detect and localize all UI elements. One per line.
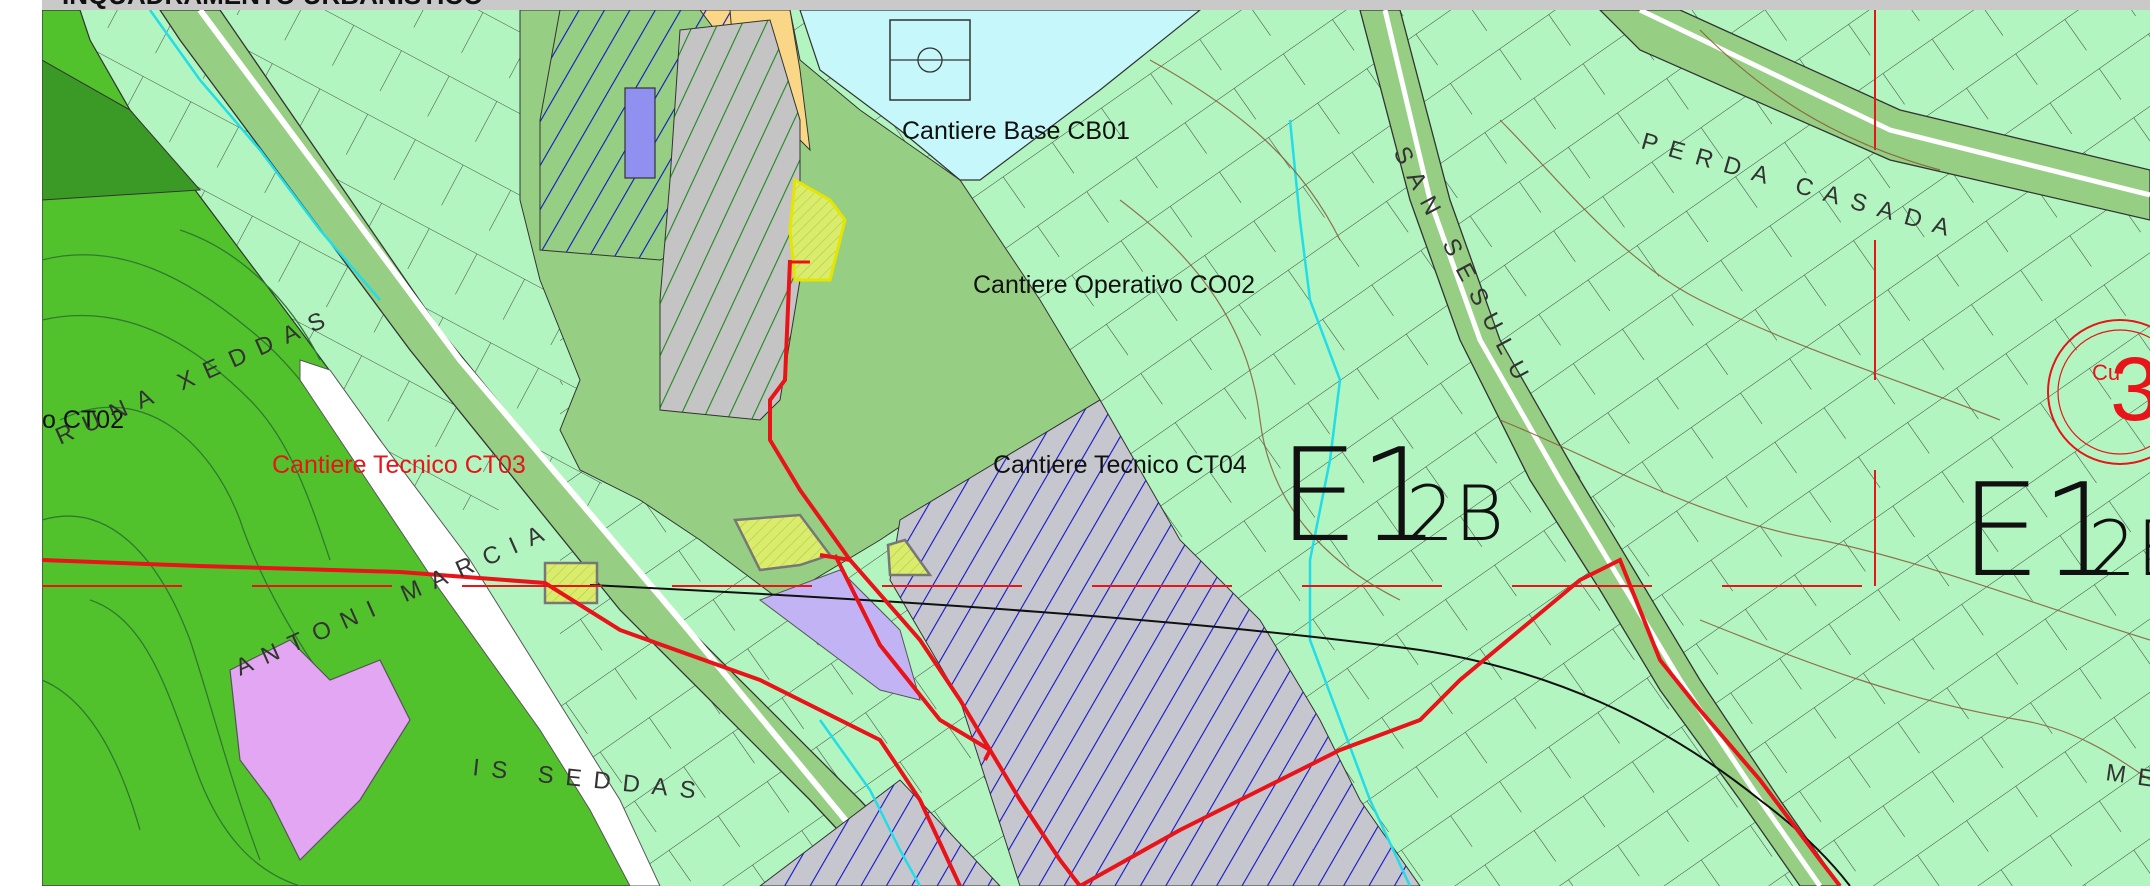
road-northeast-white-line [1638, 10, 2150, 198]
river-south [818, 719, 922, 886]
project-boundary-central [819, 553, 1082, 886]
zone-2-main: E1 [1960, 457, 2122, 606]
label-cantiere-tecnico-ct02: o CT02 [42, 406, 124, 434]
river-central [1288, 119, 1412, 886]
river-west [148, 10, 381, 301]
label-cantiere-tecnico-ct04: Cantiere Tecnico CT04 [993, 451, 1247, 479]
zone-circle-marker-inner [2057, 329, 2150, 455]
zone-circle-number: 3 [2110, 340, 2150, 440]
forest-zone-dark [42, 59, 202, 201]
zone-2-sub: 2B [2088, 504, 2150, 593]
project-boundary-north [768, 259, 993, 761]
road-corridor-west [159, 10, 941, 886]
hatched-area-blue-south [759, 779, 1001, 886]
project-boundary-east [1079, 557, 1842, 886]
site-plot-ct04-a[interactable] [733, 513, 833, 572]
road-east-white-line [1382, 10, 1823, 886]
hatched-area-green-gray [659, 19, 801, 421]
project-boundary-west [42, 558, 962, 886]
building-blue [624, 87, 656, 179]
zone-1-sub: 2B [1406, 469, 1504, 558]
road-white-line [197, 10, 903, 886]
pink-area [229, 639, 411, 862]
lavender-area [758, 569, 921, 701]
header-bar [42, 0, 2150, 10]
forest-contour-lines [42, 229, 361, 886]
label-cantiere-operativo: Cantiere Operativo CO02 [973, 271, 1255, 299]
contour-lines-east [1119, 29, 2150, 781]
zone-circle-label: Cu [2092, 360, 2120, 385]
site-plot-ct04-b[interactable] [886, 538, 933, 577]
header-title: INQUADRAMENTO URBANISTICO [62, 0, 483, 10]
alignment-line [589, 584, 1851, 886]
label-cantiere-tecnico-ct03: Cantiere Tecnico CT03 [272, 451, 526, 479]
hatched-area-blue-gray [889, 399, 1421, 886]
site-plot-cb01[interactable] [788, 177, 847, 282]
site-plot-ct03[interactable] [543, 561, 599, 605]
zone-1-main: E1 [1278, 422, 1440, 571]
label-cantiere-base: Cantiere Base CB01 [902, 117, 1130, 145]
sports-area [799, 10, 1201, 181]
zone-circle-marker [2047, 319, 2150, 465]
road-white-strip [299, 359, 661, 886]
